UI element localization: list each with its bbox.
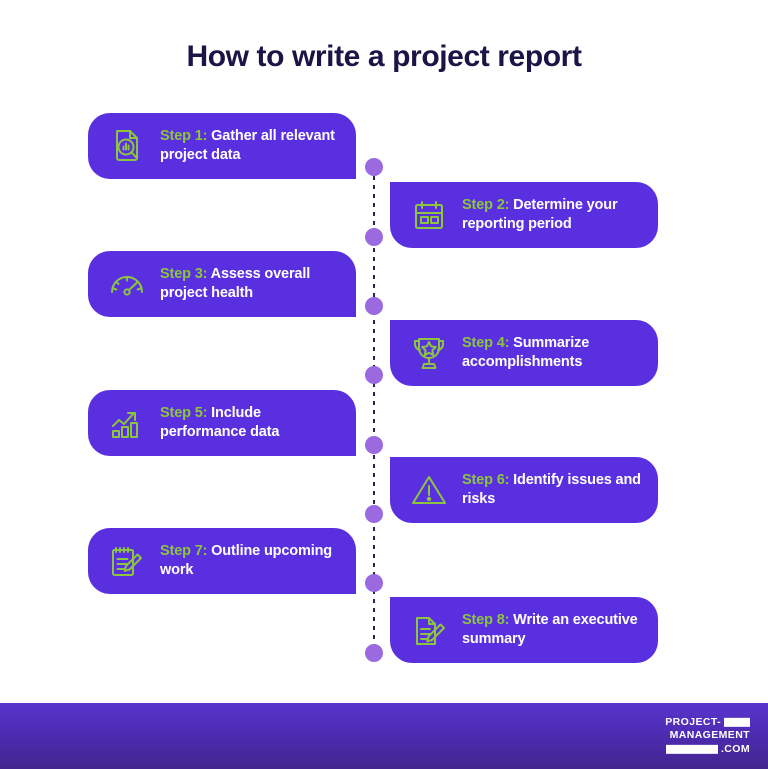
logo-line-1: PROJECT- bbox=[665, 716, 750, 729]
step-card-4[interactable]: Step 4: Summarize accomplishments bbox=[390, 320, 658, 386]
timeline-dot bbox=[365, 297, 383, 315]
step-title-6: Identify issues and risks bbox=[462, 472, 641, 507]
timeline-dot bbox=[365, 644, 383, 662]
step-card-1[interactable]: Step 1: Gather all relevant project data bbox=[88, 113, 356, 179]
logo-text-project: PROJECT- bbox=[665, 715, 721, 728]
step-card-8-text: Step 8: Write an executive summary bbox=[462, 611, 642, 648]
step-number-3: Step 3: bbox=[160, 266, 208, 283]
timeline-dot bbox=[365, 228, 383, 246]
step-card-2-text: Step 2: Determine your reporting period bbox=[462, 196, 642, 233]
step-title-4: Summarize accomplishments bbox=[462, 335, 590, 370]
logo-text-management: MANAGEMENT bbox=[669, 729, 750, 742]
step-number-6: Step 6: bbox=[462, 472, 510, 489]
logo-block-icon bbox=[724, 718, 750, 728]
gauge-speedometer-icon bbox=[104, 261, 150, 307]
step-card-3-text: Step 3: Assess overall project health bbox=[160, 265, 340, 302]
step-title-8: Write an executive summary bbox=[462, 612, 638, 647]
timeline-dotted-line bbox=[373, 167, 375, 654]
step-card-5[interactable]: Step 5: Include performance data bbox=[88, 390, 356, 456]
step-card-4-text: Step 4: Summarize accomplishments bbox=[462, 334, 642, 371]
step-number-5: Step 5: bbox=[160, 405, 208, 422]
logo-line-3: .COM bbox=[665, 743, 750, 756]
step-card-6[interactable]: Step 6: Identify issues and risks bbox=[390, 457, 658, 523]
step-title-7: Outline upcoming work bbox=[160, 543, 333, 578]
step-number-7: Step 7: bbox=[160, 543, 208, 560]
step-card-2[interactable]: Step 2: Determine your reporting period bbox=[390, 182, 658, 248]
step-title-1: Gather all relevant project data bbox=[160, 128, 335, 163]
page-title: How to write a project report bbox=[186, 40, 582, 73]
logo-block-icon bbox=[665, 744, 718, 754]
step-card-7-text: Step 7: Outline upcoming work bbox=[160, 542, 340, 579]
step-card-6-text: Step 6: Identify issues and risks bbox=[462, 471, 642, 508]
brand-logo[interactable]: PROJECT- MANAGEMENT .COM bbox=[665, 716, 750, 756]
step-number-4: Step 4: bbox=[462, 335, 510, 352]
step-card-1-text: Step 1: Gather all relevant project data bbox=[160, 127, 340, 164]
logo-line-2: MANAGEMENT bbox=[665, 729, 750, 742]
step-title-2: Determine your reporting period bbox=[462, 197, 618, 232]
step-number-2: Step 2: bbox=[462, 197, 510, 214]
warning-triangle-icon bbox=[406, 467, 452, 513]
step-number-8: Step 8: bbox=[462, 612, 510, 629]
timeline-dot bbox=[365, 366, 383, 384]
logo-text-com: .COM bbox=[720, 742, 750, 755]
timeline-dot bbox=[365, 158, 383, 176]
timeline-dot bbox=[365, 505, 383, 523]
document-pencil-icon bbox=[406, 607, 452, 653]
step-title-5: Include performance data bbox=[160, 405, 280, 440]
step-card-7[interactable]: Step 7: Outline upcoming work bbox=[88, 528, 356, 594]
calendar-icon bbox=[406, 192, 452, 238]
step-number-1: Step 1: bbox=[160, 128, 208, 145]
growth-bar-chart-arrow-icon bbox=[104, 400, 150, 446]
notepad-pencil-icon bbox=[104, 538, 150, 584]
timeline-dot bbox=[365, 436, 383, 454]
document-chart-magnifier-icon bbox=[104, 123, 150, 169]
step-title-3: Assess overall project health bbox=[160, 266, 311, 301]
step-card-5-text: Step 5: Include performance data bbox=[160, 404, 340, 441]
step-card-3[interactable]: Step 3: Assess overall project health bbox=[88, 251, 356, 317]
footer-bar: PROJECT- MANAGEMENT .COM bbox=[0, 703, 768, 769]
trophy-star-icon bbox=[406, 330, 452, 376]
timeline-dot bbox=[365, 574, 383, 592]
step-card-8[interactable]: Step 8: Write an executive summary bbox=[390, 597, 658, 663]
